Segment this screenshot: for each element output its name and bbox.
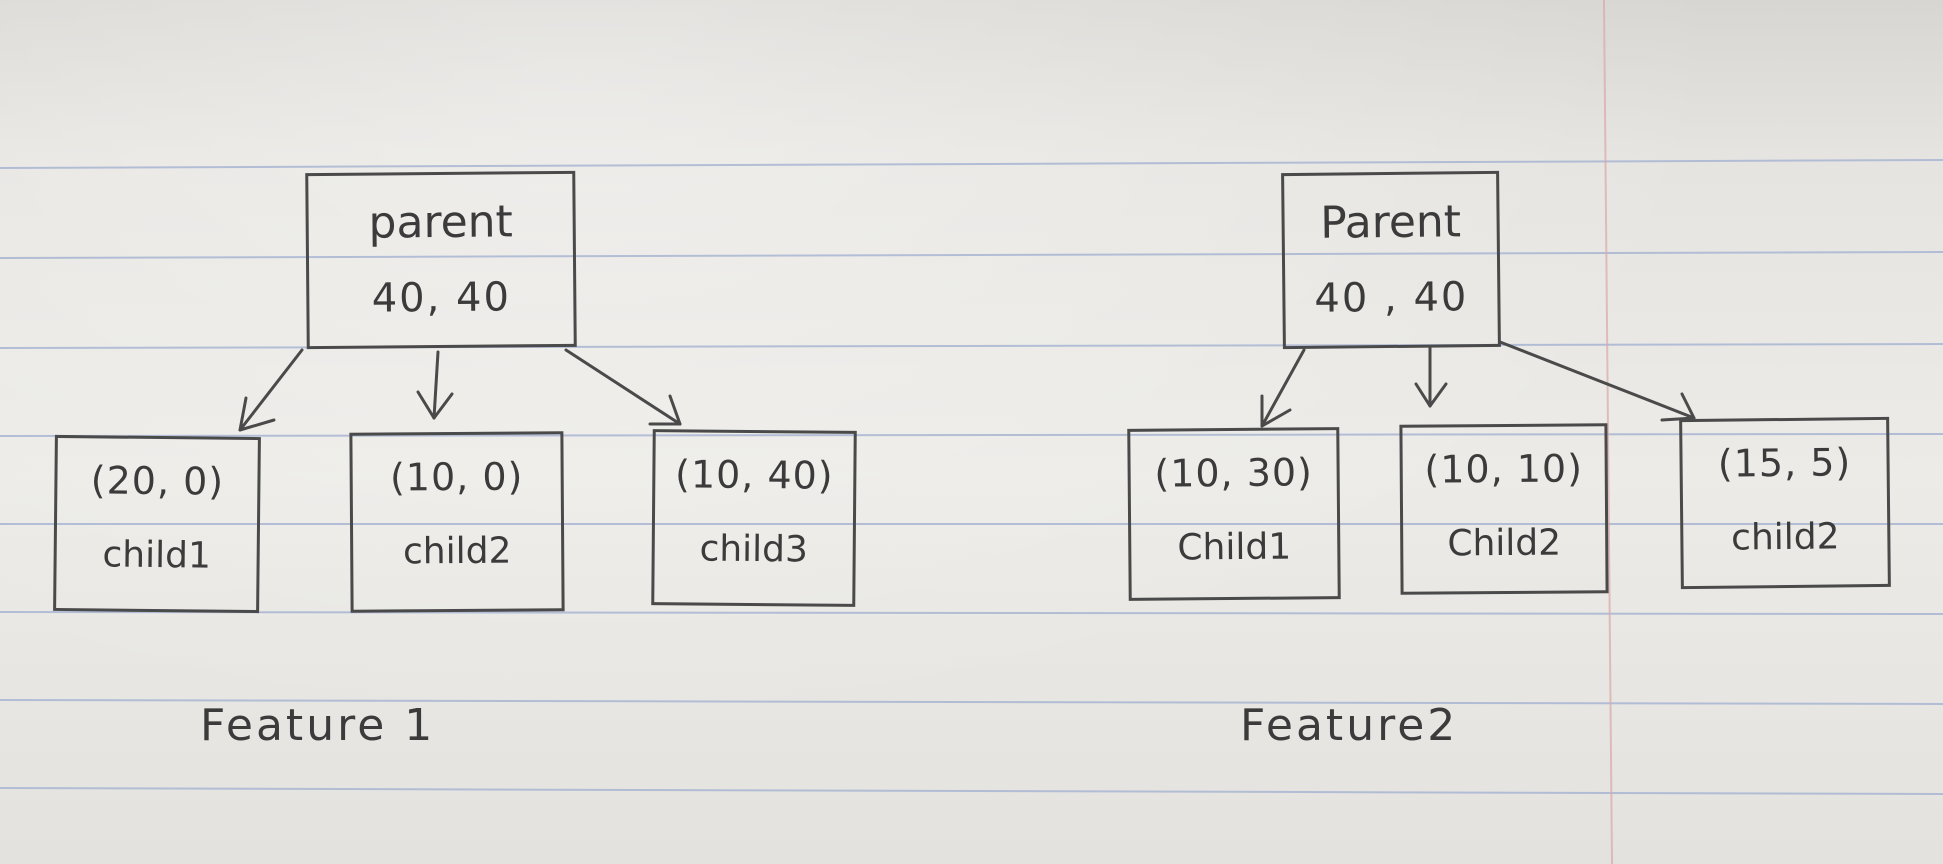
child-label: child2 — [1730, 516, 1840, 559]
child-coords: (10, 0) — [389, 454, 524, 500]
arrow-head — [1414, 382, 1448, 408]
arrow-parent2-to-child3 — [1498, 340, 1696, 420]
arrow-head — [238, 396, 276, 432]
child-coords: (20, 0) — [90, 458, 225, 504]
child-label: child1 — [102, 534, 212, 577]
arrow-head — [1660, 392, 1696, 422]
child-label: Child2 — [1447, 522, 1562, 565]
feature1-child2-box: (10, 0) child2 — [349, 431, 565, 613]
child-label: child3 — [699, 528, 809, 571]
feature2-child2-box: (10, 10) Child2 — [1399, 423, 1609, 595]
feature1-parent-box: parent 40, 40 — [305, 170, 577, 350]
arrow-parent1-to-child2 — [432, 350, 440, 420]
arrow-parent2-to-child1 — [1260, 348, 1306, 428]
feature2-child3-box: (15, 5) child2 — [1679, 416, 1891, 590]
arrow-head — [648, 394, 682, 426]
feature2-parent-box: Parent 40 , 40 — [1281, 170, 1501, 350]
arrow-head — [416, 390, 454, 420]
child-coords: (10, 10) — [1424, 446, 1584, 492]
feature2-child1-box: (10, 30) Child1 — [1127, 427, 1341, 601]
child-coords: (10, 30) — [1154, 450, 1314, 496]
parent-title: parent — [368, 196, 514, 249]
parent-value: 40 , 40 — [1314, 274, 1469, 322]
child-coords: (15, 5) — [1717, 440, 1852, 486]
feature2-caption: Feature2 — [1240, 700, 1459, 751]
child-label: child2 — [402, 530, 512, 573]
arrow-parent1-to-child3 — [564, 348, 682, 426]
feature1-child3-box: (10, 40) child3 — [651, 429, 857, 607]
child-label: Child1 — [1177, 526, 1292, 569]
child-coords: (10, 40) — [674, 452, 834, 498]
arrow-parent1-to-child1 — [238, 348, 304, 432]
feature1-caption: Feature 1 — [200, 700, 436, 751]
parent-title: Parent — [1319, 196, 1462, 249]
feature1-child1-box: (20, 0) child1 — [53, 434, 261, 614]
parent-value: 40, 40 — [371, 274, 512, 322]
arrow-head — [1260, 394, 1292, 428]
